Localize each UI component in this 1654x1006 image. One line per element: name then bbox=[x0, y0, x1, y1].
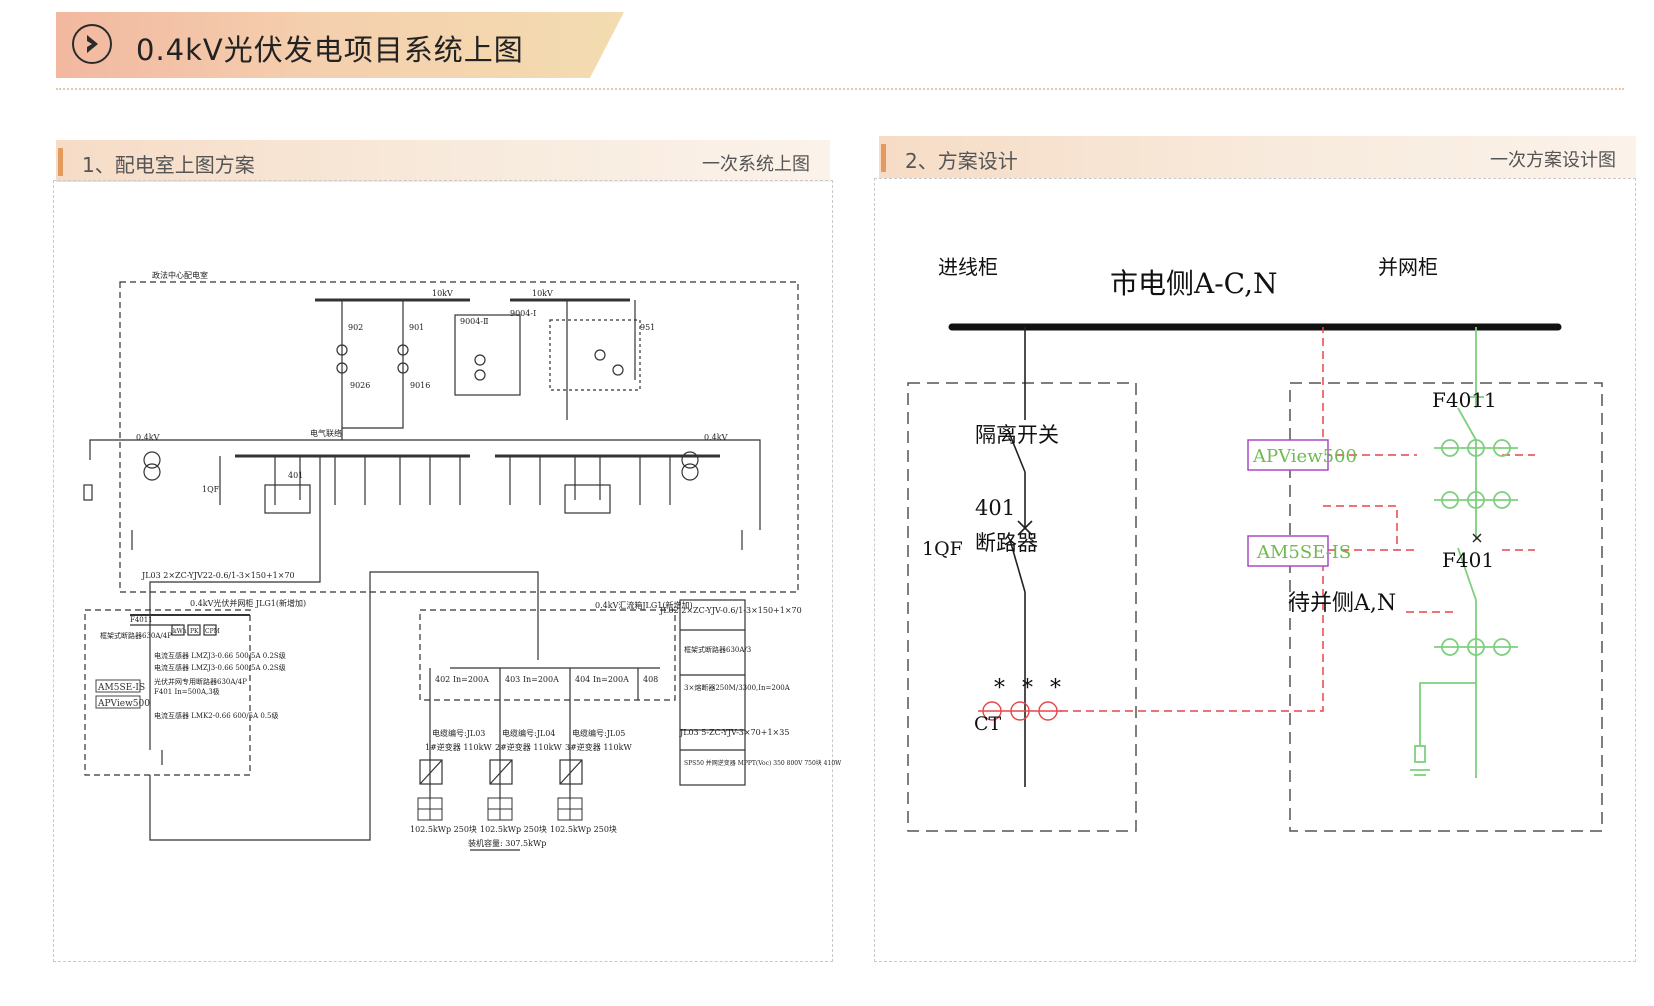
left-panel-subtitle: 一次系统上图 bbox=[702, 154, 810, 175]
breaker-no-label: 401 bbox=[975, 496, 1015, 520]
ct-group bbox=[1434, 439, 1518, 656]
f401-label: F401 bbox=[1442, 548, 1494, 572]
cable-label: JL03 5-ZC-YJV-3×70+1×35 bbox=[679, 728, 789, 737]
inverter-label: 2#逆变器 110kW bbox=[495, 742, 562, 752]
grid-cabinet-frame bbox=[1289, 382, 1603, 832]
qf-label: 1QF bbox=[202, 485, 220, 494]
chevron-right-icon bbox=[72, 24, 112, 64]
cabinet-line: 框架式断路器630A/4P bbox=[100, 631, 172, 640]
branch-label: 403 In=200A bbox=[505, 675, 559, 684]
bus-label: 市电侧A-C,N bbox=[1110, 267, 1278, 300]
grid-cabinet-label: 并网柜 bbox=[1378, 255, 1438, 279]
feeder-label: 9016 bbox=[410, 381, 430, 390]
inverter-label: 1#逆变器 110kW bbox=[425, 742, 492, 752]
cable-no: 电缆编号:JL03 bbox=[432, 728, 485, 738]
isolator-label: 隔离开关 bbox=[975, 423, 1059, 447]
lv-label-2: 0.4kV bbox=[704, 433, 728, 442]
array-label: 102.5kWp 250块 bbox=[480, 824, 547, 834]
incoming-cabinet-label: 进线柜 bbox=[938, 255, 998, 279]
f4011-label: F4011 bbox=[1432, 388, 1497, 412]
feeder-label: 951 bbox=[640, 323, 655, 332]
branch-label: 402 In=200A bbox=[435, 675, 489, 684]
apview500-device bbox=[1247, 439, 1329, 471]
am5se-device bbox=[1247, 535, 1329, 567]
apview500-label: APView500 bbox=[1252, 446, 1357, 467]
hv-label-2: 10kV bbox=[532, 289, 553, 298]
cabinet-line: 电流互感器 LMZJ3-0.66 500/5A 0.2S级 bbox=[154, 651, 286, 660]
cabinet-title: 0.4kV光伏并网柜 JLG1(新增加) bbox=[190, 598, 306, 608]
right-panel-subtitle: 一次方案设计图 bbox=[1490, 150, 1616, 171]
spec-line: 3×熔断器250M/3300,In=200A bbox=[684, 683, 791, 692]
cabinet-line: 光伏并网专用断路器630A/4P bbox=[154, 677, 247, 686]
cabinet-line: 电流互感器 LMZJ3-0.66 500/5A 0.2S级 bbox=[154, 663, 286, 672]
left-panel-header: 1、配电室上图方案 一次系统上图 bbox=[56, 140, 830, 182]
feeder-label: 902 bbox=[348, 323, 363, 332]
cable-label: JL03 2×ZC-YJV22-0.6/1-3×150+1×70 bbox=[141, 571, 295, 580]
divider bbox=[56, 88, 1624, 90]
meter-box-label: PK bbox=[190, 628, 199, 635]
cabinet-line: 电流互感器 LMK2-0.66 600/5A 0.5级 bbox=[154, 711, 279, 720]
breaker-label: 401 bbox=[288, 471, 303, 480]
ct-mark: * bbox=[1022, 676, 1033, 701]
header-accent bbox=[58, 148, 63, 176]
am5se-label: AM5SE-IS bbox=[1256, 542, 1351, 563]
inverter-label: 3#逆变器 110kW bbox=[565, 742, 632, 752]
device-label: AM5SE-IS bbox=[97, 683, 145, 693]
cable-label: JL02 2×ZC-YJV-0.6/1-3×150+1×70 bbox=[659, 606, 802, 615]
right-panel bbox=[874, 178, 1636, 962]
lv-label: 0.4kV bbox=[136, 433, 160, 442]
branch-label: 408 bbox=[643, 675, 658, 684]
page-title: 0.4kV光伏发电项目系统上图 bbox=[136, 33, 524, 67]
feeder-label: 9004-Ⅱ bbox=[460, 317, 489, 326]
device-label: APView500 bbox=[97, 699, 150, 709]
spec-line: 框架式断路器630A/3 bbox=[684, 645, 751, 654]
pending-side-label: 待并侧A,N bbox=[1288, 591, 1396, 616]
cabinet-line: F401 In=500A,3极 bbox=[154, 687, 220, 696]
hv-label: 10kV bbox=[432, 289, 453, 298]
header-accent bbox=[881, 144, 886, 172]
f4011-switch bbox=[1457, 407, 1477, 441]
cable-no: 电缆编号:JL04 bbox=[502, 728, 555, 738]
primary-system-drawing: 政法中心配电室 10kV 10kV 0.4kV 0.4kV 电气联络 902 9… bbox=[83, 270, 842, 851]
ct-label: CT bbox=[974, 713, 1002, 735]
page-banner bbox=[56, 12, 624, 78]
ct-mark: * bbox=[994, 676, 1005, 701]
feeder-label: 901 bbox=[409, 323, 424, 332]
left-panel-title: 1、配电室上图方案 bbox=[82, 153, 255, 177]
array-label: 102.5kWp 250块 bbox=[410, 824, 477, 834]
right-panel-title: 2、方案设计 bbox=[905, 149, 1018, 173]
combiner-title: 0.4kV汇流箱JLG1(新增加) bbox=[595, 600, 693, 610]
array-label: 102.5kWp 250块 bbox=[550, 824, 617, 834]
total-capacity: 装机容量: 307.5kWp bbox=[468, 838, 546, 848]
spec-line: SPS50 并网逆变器 MPPT(Voc) 350 800V 750块 410W bbox=[684, 759, 842, 767]
feeder-label: 9004-Ⅰ bbox=[510, 309, 536, 318]
branch-label: 404 In=200A bbox=[575, 675, 629, 684]
breaker-label: 断路器 bbox=[975, 531, 1038, 555]
scheme-design-diagram: * * * A bbox=[907, 255, 1603, 832]
cable-no: 电缆编号:JL05 bbox=[572, 728, 625, 738]
isolator-switch bbox=[1007, 429, 1026, 473]
left-panel bbox=[53, 180, 833, 962]
feeder-label: 9026 bbox=[350, 381, 370, 390]
incoming-cabinet-frame bbox=[907, 382, 1137, 832]
breaker-switch bbox=[1009, 539, 1026, 593]
ct-sensors bbox=[978, 701, 1062, 721]
qf-label: 1QF bbox=[922, 538, 963, 560]
bus-tie-label: 电气联络 bbox=[310, 428, 342, 438]
room-label: 政法中心配电室 bbox=[152, 270, 208, 280]
right-panel-header: 2、方案设计 一次方案设计图 bbox=[879, 136, 1636, 178]
meter-box-label: CPM bbox=[205, 628, 220, 635]
f401-switch bbox=[1457, 547, 1477, 601]
meter-box-label: kWh bbox=[173, 628, 187, 635]
ct-mark: * bbox=[1050, 676, 1061, 701]
f4011-label: F4011 bbox=[130, 616, 153, 624]
